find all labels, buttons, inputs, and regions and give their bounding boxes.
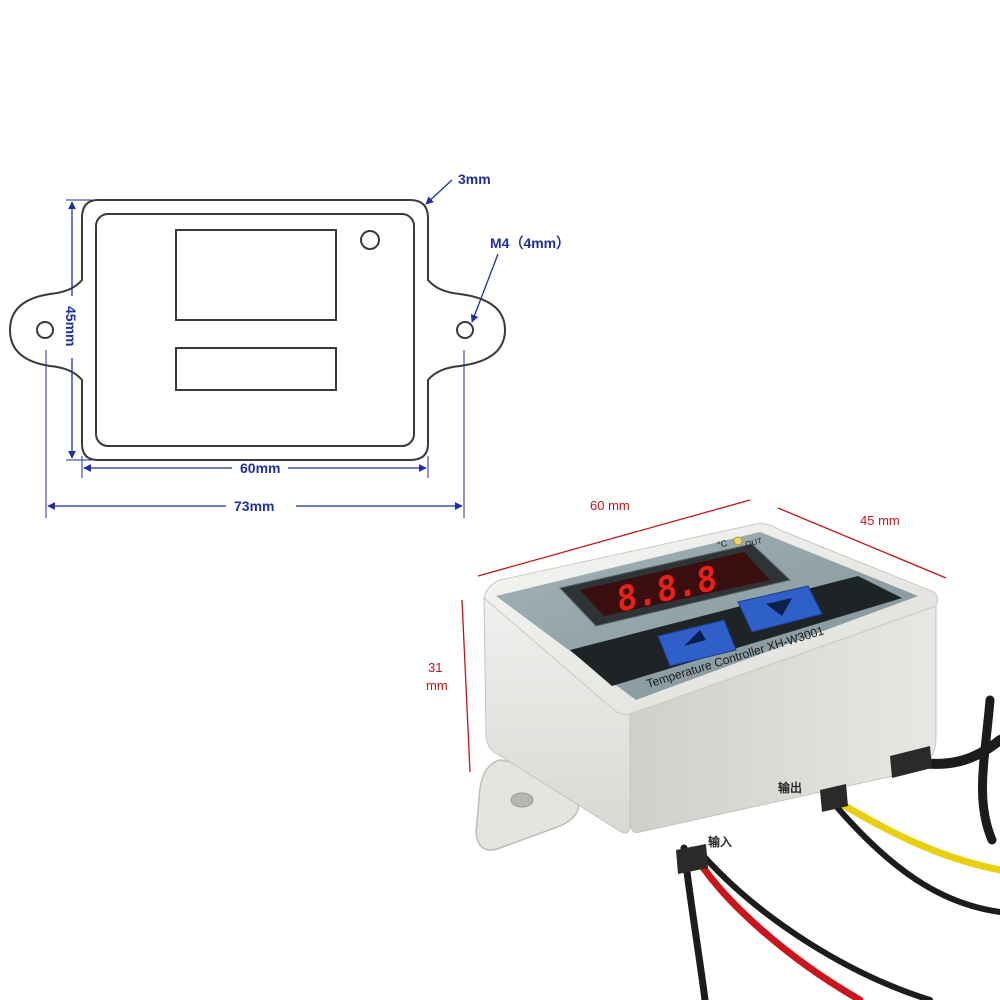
hole-size-label: M4（4mm） [490, 235, 570, 251]
cable-yellow [828, 794, 1000, 874]
wall-thickness-label: 3mm [458, 171, 491, 187]
down-arrow-icon [766, 598, 792, 616]
product-mount-hole [510, 792, 534, 808]
unit-mark: °C [716, 538, 729, 550]
inner-wall-outline [95, 213, 415, 447]
depth-dim-label: 45 mm [860, 513, 900, 528]
down-button[interactable] [737, 585, 823, 633]
cable-black-input-2 [697, 849, 933, 1000]
width-dim-label: 60 mm [590, 498, 630, 513]
inner-width-label: 60mm [240, 460, 280, 476]
panel-dark-stripe [570, 576, 902, 686]
mount-hole-left [36, 321, 54, 339]
product-illustration: 8.8.8 °C OUT Temperature Controller XH-W… [426, 498, 1000, 1000]
height-dim-value: 31 [428, 660, 442, 675]
button-window [175, 347, 337, 391]
cable-red [688, 846, 864, 1000]
case-outline [8, 199, 507, 461]
up-arrow-icon [684, 630, 706, 646]
hole-leader-line [470, 253, 499, 323]
display-window [175, 229, 337, 321]
cable-black-output [833, 803, 1000, 915]
case-front-face [483, 596, 631, 834]
output-terminal [820, 784, 848, 812]
output-terminal-label: 输出 [778, 780, 802, 795]
height-dim-line [461, 599, 471, 773]
height-dim-unit: mm [426, 678, 448, 693]
outer-width-label: 73mm [234, 498, 274, 514]
dimension-drawing: 3mm M4（4mm） 45mm 60mm 73mm [8, 171, 570, 518]
display-glass [580, 552, 770, 616]
up-button[interactable] [657, 619, 737, 667]
wall-leader-line [425, 179, 453, 205]
out-mark: OUT [744, 536, 763, 549]
mount-hole-right [456, 321, 474, 339]
input-terminal [676, 844, 708, 874]
out-indicator-led [733, 536, 743, 546]
depth-dim-line [777, 507, 947, 579]
input-terminal-label: 输入 [708, 834, 732, 849]
probe-cable-2 [978, 695, 997, 845]
height-label: 45mm [63, 306, 79, 346]
width-dim-line [477, 499, 751, 577]
side-slot [890, 746, 932, 778]
led-hole [360, 230, 380, 250]
